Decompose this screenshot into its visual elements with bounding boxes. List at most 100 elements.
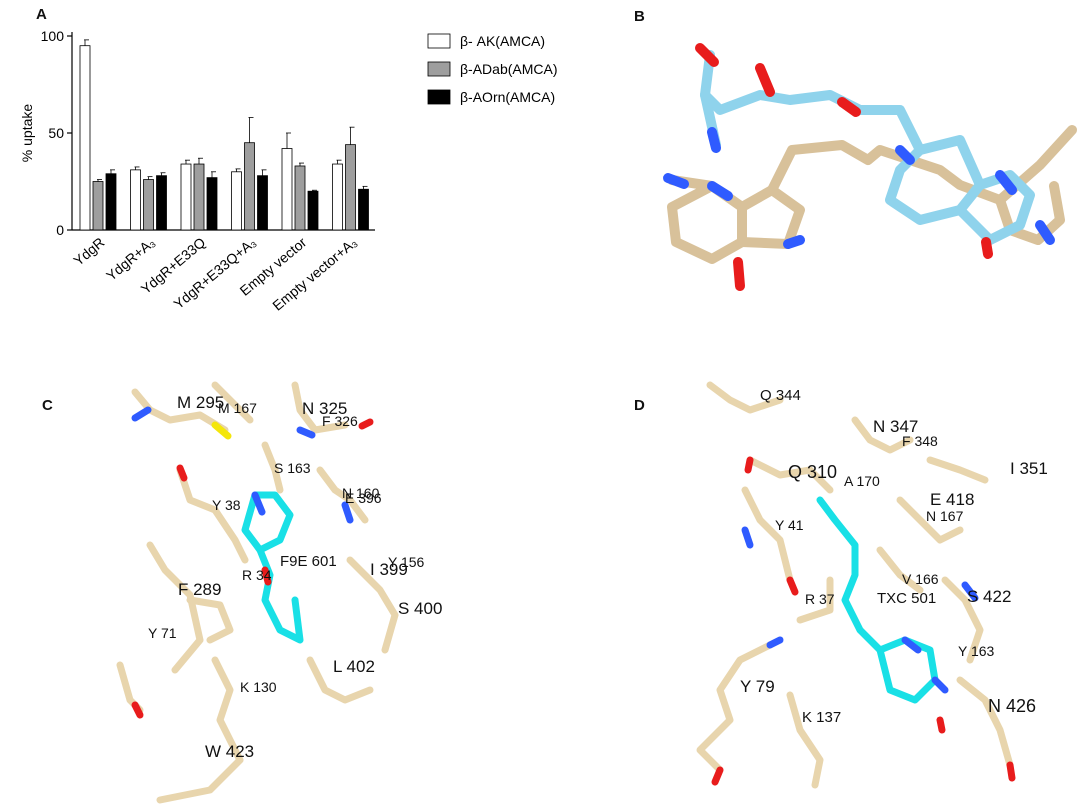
tan-ligand-tail xyxy=(995,181,1065,245)
bar xyxy=(294,165,306,231)
bar xyxy=(180,163,192,231)
residue-label: Y 41 xyxy=(775,517,804,533)
residue-label: M 295 xyxy=(177,393,224,412)
bar xyxy=(193,163,205,231)
x-tick-label: Empty vector+A₃ xyxy=(269,234,360,314)
nitrogen-atom xyxy=(895,145,915,165)
chart-legend: β- AK(AMCA) β-ADab(AMCA) β-AOrn(AMCA) xyxy=(427,33,558,105)
bar xyxy=(130,169,141,231)
oxygen-atom xyxy=(837,97,861,117)
residue-label: F 348 xyxy=(902,433,938,449)
bar xyxy=(358,188,369,231)
oxygen-atom xyxy=(733,257,745,291)
residue-sidechain xyxy=(306,656,374,704)
residue-sidechain xyxy=(211,381,254,424)
oxygen-atom xyxy=(131,701,144,719)
residue-sidechain xyxy=(796,576,834,624)
residue-labels: M 295 M 167 N 325 F 326 S 163 Y 38 N 160… xyxy=(148,393,442,761)
residue-label: R 34 xyxy=(242,567,272,583)
bar xyxy=(332,163,343,231)
ligand-f9e xyxy=(241,491,294,554)
residue-label: Q 344 xyxy=(760,387,801,404)
residue-label: S 422 xyxy=(967,587,1011,606)
residue-sidechain xyxy=(316,466,369,524)
bar xyxy=(206,177,218,231)
binding-site-c-structure: M 295 M 167 N 325 F 326 S 163 Y 38 N 160… xyxy=(116,381,442,804)
oxygen-atom xyxy=(261,566,272,586)
legend-swatch xyxy=(427,61,451,77)
oxygen-atom xyxy=(176,464,188,482)
nitrogen-atom xyxy=(131,406,152,422)
legend-swatch xyxy=(427,33,451,49)
y-axis-label: % uptake xyxy=(19,104,35,163)
bar xyxy=(231,171,242,231)
oxygen-atom xyxy=(786,576,799,596)
residue-label: N 325 xyxy=(302,399,347,418)
blue-ligand-ring xyxy=(915,135,985,190)
residue-sidechain xyxy=(156,656,244,804)
residue-label: S 163 xyxy=(274,460,311,476)
residue-label: V 166 xyxy=(902,571,939,587)
nitrogen-atom xyxy=(931,676,949,694)
bar xyxy=(281,148,293,231)
oxygen-atom xyxy=(711,766,724,786)
residue-sidechain xyxy=(186,596,234,644)
sulfur-atom xyxy=(211,421,232,440)
residue-label: L 402 xyxy=(333,657,375,676)
oxygen-atom xyxy=(744,456,754,474)
residue-label: Y 79 xyxy=(740,677,775,696)
residue-sidechain xyxy=(261,441,284,494)
residue-label: F 289 xyxy=(178,580,221,599)
bar xyxy=(257,175,268,231)
residue-sidechain xyxy=(176,466,249,564)
panel-letter-b: B xyxy=(634,8,645,25)
residue-label: I 351 xyxy=(1010,459,1048,478)
residue-label: A 170 xyxy=(844,473,880,489)
residue-label: Y 71 xyxy=(148,625,177,641)
residue-sidechain xyxy=(146,541,204,674)
residue-sidechain xyxy=(741,486,794,584)
residue-label: F 326 xyxy=(322,413,358,429)
residue-sidechain xyxy=(851,416,914,454)
bar xyxy=(345,144,356,231)
panel-letter-c: C xyxy=(42,397,53,414)
y-tick-label: 50 xyxy=(48,125,64,141)
panel-letter-d: D xyxy=(634,397,645,414)
legend-label: β-AOrn(AMCA) xyxy=(460,89,555,105)
residue-sidechain xyxy=(786,691,824,789)
ligand-txc-ring xyxy=(876,636,939,704)
bar xyxy=(79,45,91,231)
residue-label: Y 163 xyxy=(958,643,995,659)
residue-sidechain xyxy=(896,496,964,544)
residue-label: M 167 xyxy=(218,400,257,416)
residue-label: Y 38 xyxy=(212,497,241,513)
legend-label: β-ADab(AMCA) xyxy=(460,61,558,77)
nitrogen-atom xyxy=(783,235,805,249)
nitrogen-atom xyxy=(766,636,784,649)
ligand-overlay-structure xyxy=(663,43,1077,291)
blue-ligand xyxy=(700,50,1035,245)
x-tick-label: YdgR xyxy=(70,234,107,269)
bar xyxy=(143,179,154,231)
bar xyxy=(156,175,167,231)
residue-label: Q 310 xyxy=(788,462,837,482)
residue-sidechain xyxy=(956,676,1014,769)
binding-site-d-structure: Q 344 N 347 F 348 Q 310 A 170 I 351 E 41… xyxy=(696,381,1048,789)
residue-label: E 396 xyxy=(345,490,382,506)
nitrogen-atom xyxy=(663,173,689,189)
bar xyxy=(92,181,104,231)
nitrogen-atom xyxy=(741,526,754,549)
legend-swatch xyxy=(427,89,451,105)
oxygen-atom xyxy=(358,418,374,430)
nitrogen-atom xyxy=(995,170,1017,195)
legend-label: β- AK(AMCA) xyxy=(460,33,545,49)
residue-sidechain xyxy=(291,381,349,434)
residue-label: S 400 xyxy=(398,599,442,618)
residue-sidechain xyxy=(131,388,229,434)
residue-sidechain xyxy=(346,556,399,654)
tan-ligand xyxy=(667,175,747,264)
nitrogen-atom xyxy=(707,181,733,201)
oxygen-atom xyxy=(695,43,719,67)
nitrogen-atom xyxy=(1035,220,1055,245)
